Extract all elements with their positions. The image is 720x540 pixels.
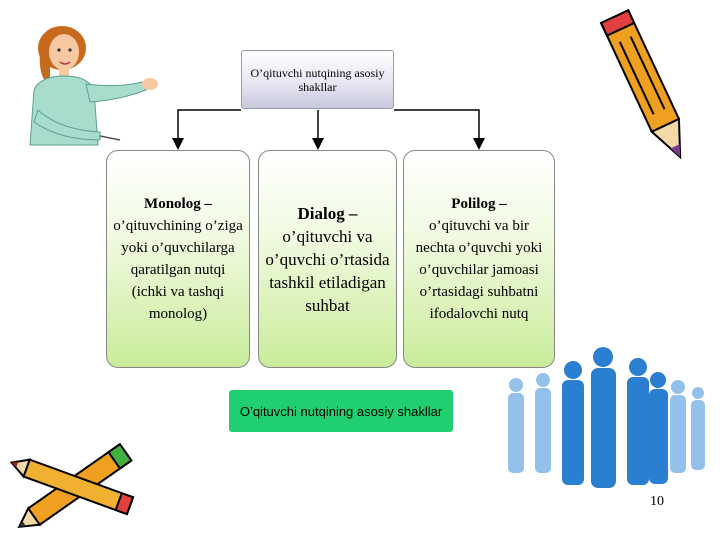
page-number: 10 [650,494,664,509]
connector-line [177,109,241,140]
card-text: o’qituvchi va bir nechta o’quvchi yoki o… [415,218,543,322]
card-heading: Polilog – [451,196,507,212]
card-text: o’qituvchining o’ziga yoki o’quvchilarga… [113,218,243,322]
arrowhead [312,138,324,150]
connector-line [394,109,480,140]
diagram-title-box: O’qituvchi nutqining asosiy shakllar [241,50,394,109]
caption-text: O’qituvchi nutqining asosiy shakllar [239,403,443,419]
arrowhead [473,138,485,150]
teacher-illustration [29,26,158,146]
diagram-title: O’qituvchi nutqining asosiy shakllar [250,65,385,94]
card-text: o’qituvchi va o’quvchi o’rtasida tashkil… [265,226,390,315]
card-dialog: Dialog – o’qituvchi va o’quvchi o’rtasid… [258,150,397,368]
card-polilog: Polilog – o’qituvchi va bir nechta o’quv… [403,150,555,368]
card-heading: Dialog – [297,203,358,223]
crossed-pencils-icon [9,442,135,529]
caption-banner: O’qituvchi nutqining asosiy shakllar [229,390,453,432]
pencil-icon [599,8,682,160]
people-silhouettes-illustration [508,347,705,488]
card-heading: Monolog – [144,196,212,212]
arrowhead [172,138,184,150]
card-monolog: Monolog – o’qituvchining o’ziga yoki o’q… [106,150,250,368]
